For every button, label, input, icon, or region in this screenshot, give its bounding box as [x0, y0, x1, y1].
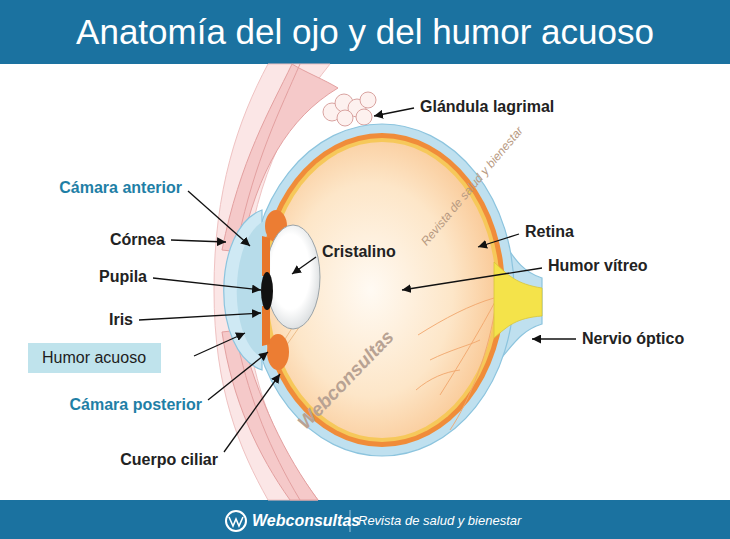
lacrimal-gland — [323, 92, 376, 126]
pupil — [261, 272, 273, 310]
label: Iris — [109, 310, 133, 330]
leader-line — [153, 278, 261, 290]
gland-lobe — [356, 109, 372, 125]
logo-icon — [226, 511, 246, 531]
vein — [440, 300, 496, 395]
label: Cuerpo ciliar — [120, 450, 218, 470]
lens — [266, 225, 320, 329]
leader-line — [374, 108, 414, 116]
label: Pupila — [99, 267, 147, 287]
leader-line — [292, 257, 316, 274]
vein — [430, 340, 480, 360]
leader-line — [194, 333, 245, 356]
label: Córnea — [110, 230, 165, 250]
label: Cámara posterior — [70, 395, 203, 415]
vein — [450, 302, 496, 430]
title-band — [0, 0, 730, 64]
title: Anatomía del ojo y del humor acuoso — [0, 14, 730, 50]
leader-line — [402, 268, 542, 290]
iris — [262, 306, 270, 346]
leader-line — [171, 240, 226, 242]
iris — [262, 236, 270, 276]
label: Humor vítreo — [548, 256, 648, 276]
gland-lobe — [360, 92, 376, 108]
label: Cristalino — [322, 242, 396, 262]
leader-line — [532, 338, 576, 339]
label: Retina — [525, 222, 574, 242]
label: Cámara anterior — [59, 178, 182, 198]
skin — [214, 64, 330, 500]
vein — [416, 370, 460, 390]
footer-tagline: Revista de salud y bienestar — [358, 511, 521, 531]
gland-lobe — [337, 110, 353, 126]
leader-lines — [139, 108, 576, 452]
leader-line — [208, 352, 268, 400]
optic-nerve — [494, 262, 542, 338]
box-label: Humor acuoso — [42, 348, 147, 368]
leader-line — [139, 313, 261, 320]
vein — [418, 298, 494, 335]
footer-band — [0, 500, 730, 539]
highlight-box: Humor acuoso — [28, 343, 161, 373]
logo-mark — [229, 517, 243, 526]
retina-veins — [416, 298, 496, 430]
leader-line — [478, 234, 519, 247]
footer-brand: Webconsultas — [252, 511, 360, 531]
leader-line — [188, 191, 250, 246]
leader-line — [224, 374, 280, 452]
label: Glándula lagrimal — [420, 97, 554, 117]
ciliary-body — [267, 334, 289, 370]
label: Nervio óptico — [582, 329, 684, 349]
